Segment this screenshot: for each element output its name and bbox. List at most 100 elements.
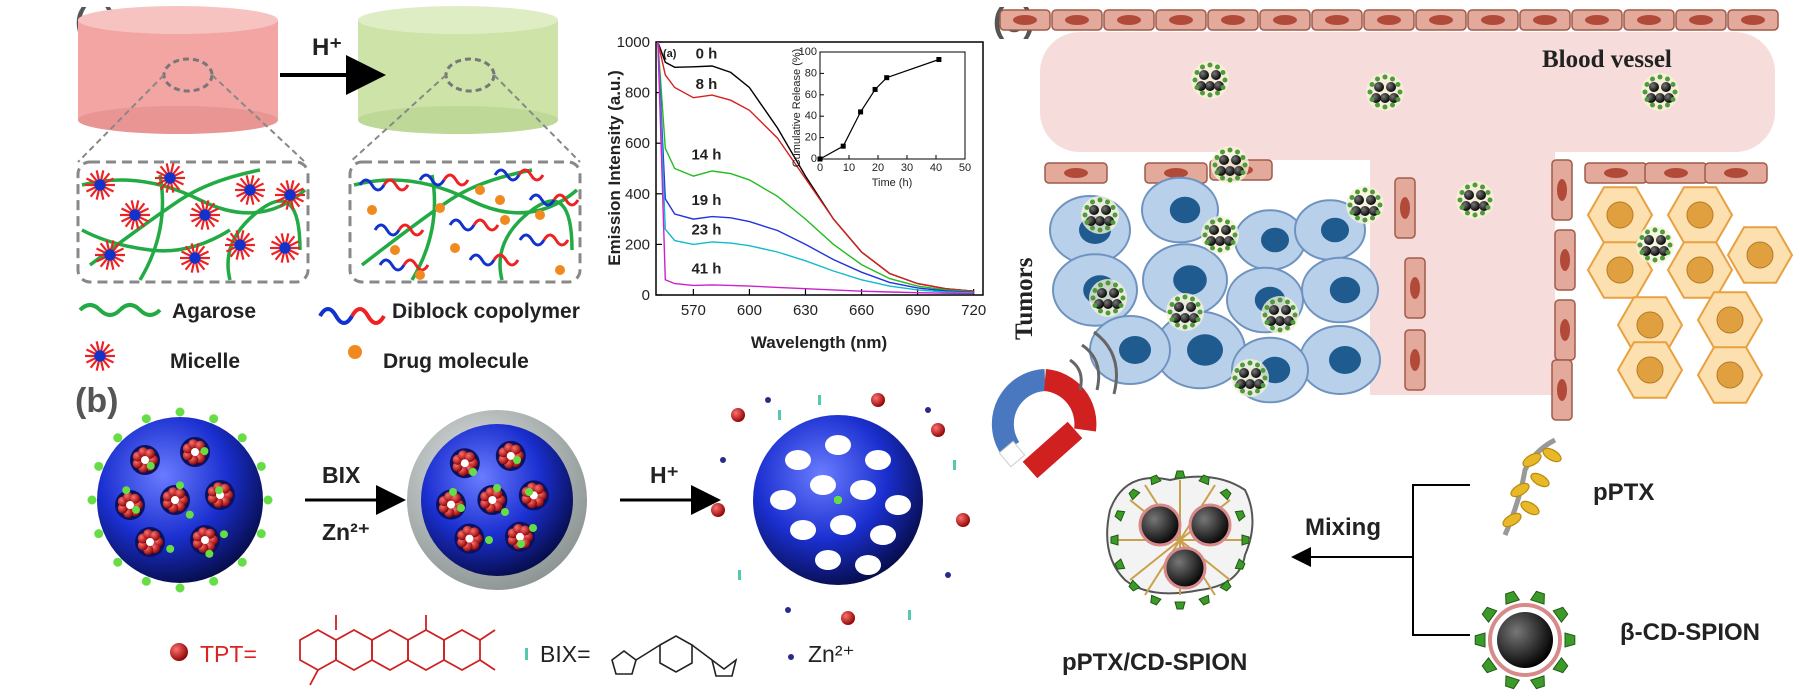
pptx-cd-spion-complex xyxy=(1106,470,1254,610)
released-gel-box xyxy=(348,160,582,284)
micelle xyxy=(155,163,185,193)
green-dot xyxy=(513,456,521,464)
pore xyxy=(135,527,165,557)
diblock-copolymer xyxy=(358,178,410,192)
mixing-bracket xyxy=(1412,484,1470,636)
normal-cell xyxy=(1586,186,1654,244)
x-tick-label: 630 xyxy=(793,302,818,319)
endothelial-cell xyxy=(1103,9,1155,31)
green-dot xyxy=(485,536,493,544)
inset-point xyxy=(858,109,864,115)
inset-y-tick-label: 40 xyxy=(805,110,817,122)
svg-text:TPT=: TPT= xyxy=(200,641,257,667)
release-hole xyxy=(850,480,876,500)
beta-cd-cone xyxy=(1219,579,1232,592)
micelle xyxy=(120,200,150,230)
normal-cell xyxy=(1696,291,1764,349)
green-dot xyxy=(209,414,219,424)
beta-cd-cone xyxy=(1114,510,1126,522)
series-labels: 0 h8 h14 h19 h23 h41 h xyxy=(691,45,721,277)
endothelial-cell xyxy=(1554,229,1576,291)
nanoparticle-cluster xyxy=(1081,196,1119,234)
nanoparticle-cluster xyxy=(1166,293,1204,331)
nanoparticle-cluster xyxy=(1641,73,1679,111)
inset-x-tick-label: 0 xyxy=(817,162,823,174)
released-tpt xyxy=(841,611,855,625)
normal-cell xyxy=(1726,226,1794,284)
nanoparticle-cluster xyxy=(1456,181,1494,219)
released-tpt xyxy=(931,423,945,437)
series-line xyxy=(657,41,974,292)
green-dot xyxy=(176,481,184,490)
beta-cd-cone xyxy=(1234,510,1246,522)
x-tick-label: 720 xyxy=(961,302,986,319)
nanoparticle-cluster xyxy=(1366,73,1404,111)
beta-cd-cone xyxy=(1198,474,1210,486)
inset-y-tick-label: 100 xyxy=(799,46,817,58)
series-label: 19 h xyxy=(691,192,721,209)
gel-cylinder-green xyxy=(358,6,558,134)
micelle xyxy=(95,240,125,270)
micelle xyxy=(190,200,220,230)
release-hole xyxy=(810,475,836,495)
inset-x-tick-label: 10 xyxy=(843,162,855,174)
series-line xyxy=(657,41,974,294)
inset-xlabel: Time (h) xyxy=(872,177,913,189)
endothelial-cell xyxy=(1571,9,1623,31)
series-line xyxy=(657,41,974,294)
inset-x-tick-label: 50 xyxy=(959,162,971,174)
endothelial-cell xyxy=(1144,162,1208,184)
beta-cd-cone xyxy=(1505,675,1521,690)
svg-text:Agarose: Agarose xyxy=(172,300,256,323)
magnet-icon xyxy=(991,330,1118,479)
green-dot xyxy=(517,540,525,548)
endothelial-cell xyxy=(1394,177,1416,239)
green-dot xyxy=(166,544,175,553)
series-label: 41 h xyxy=(691,260,721,277)
green-dot xyxy=(200,447,209,456)
endothelial-cell xyxy=(1554,299,1576,361)
tumor-cell xyxy=(1234,209,1306,271)
green-dot xyxy=(256,461,266,471)
y-tick-label: 600 xyxy=(625,135,650,152)
tpt-structure xyxy=(299,615,496,686)
tumor-cell xyxy=(1301,256,1379,324)
release-hole xyxy=(865,450,891,470)
x-tick-label: 660 xyxy=(849,302,874,319)
endothelial-cell xyxy=(1404,257,1426,319)
drug-molecule xyxy=(500,215,510,225)
series-label: 23 h xyxy=(691,221,721,238)
green-dot xyxy=(237,433,247,443)
endothelial-cell xyxy=(1675,9,1727,31)
inset-point xyxy=(872,86,878,92)
beta-cd-cone xyxy=(1150,594,1162,606)
inset-x-tick-label: 30 xyxy=(901,162,913,174)
cd-spion-label: β-CD-SPION xyxy=(1620,619,1760,646)
x-tick-label: 600 xyxy=(737,302,762,319)
diblock-copolymer xyxy=(378,258,430,272)
series-label: 8 h xyxy=(696,76,718,93)
beta-cd-cone xyxy=(1114,558,1126,570)
pore xyxy=(205,480,235,510)
pore xyxy=(115,490,145,520)
svg-text:Diblock copolymer: Diblock copolymer xyxy=(392,300,580,323)
endothelial-cell xyxy=(1415,9,1467,31)
pore xyxy=(130,445,160,475)
endothelial-cell xyxy=(1155,9,1207,31)
green-dot xyxy=(205,549,214,558)
endothelial-cell xyxy=(1044,162,1108,184)
pore xyxy=(160,485,190,515)
complex-label: pPTX/CD-SPION xyxy=(1062,649,1247,676)
release-hole xyxy=(830,515,856,535)
y-tick-label: 400 xyxy=(625,186,650,203)
release-hole xyxy=(885,495,911,515)
micelle xyxy=(235,175,265,205)
x-tick-label: 570 xyxy=(681,302,706,319)
green-dot xyxy=(94,529,104,539)
green-dot xyxy=(113,433,123,443)
normal-tissue-cells xyxy=(1586,186,1794,404)
drug-molecule xyxy=(475,185,485,195)
endothelial-cell xyxy=(1551,359,1573,421)
legend-drug: Drug molecule xyxy=(348,345,529,373)
